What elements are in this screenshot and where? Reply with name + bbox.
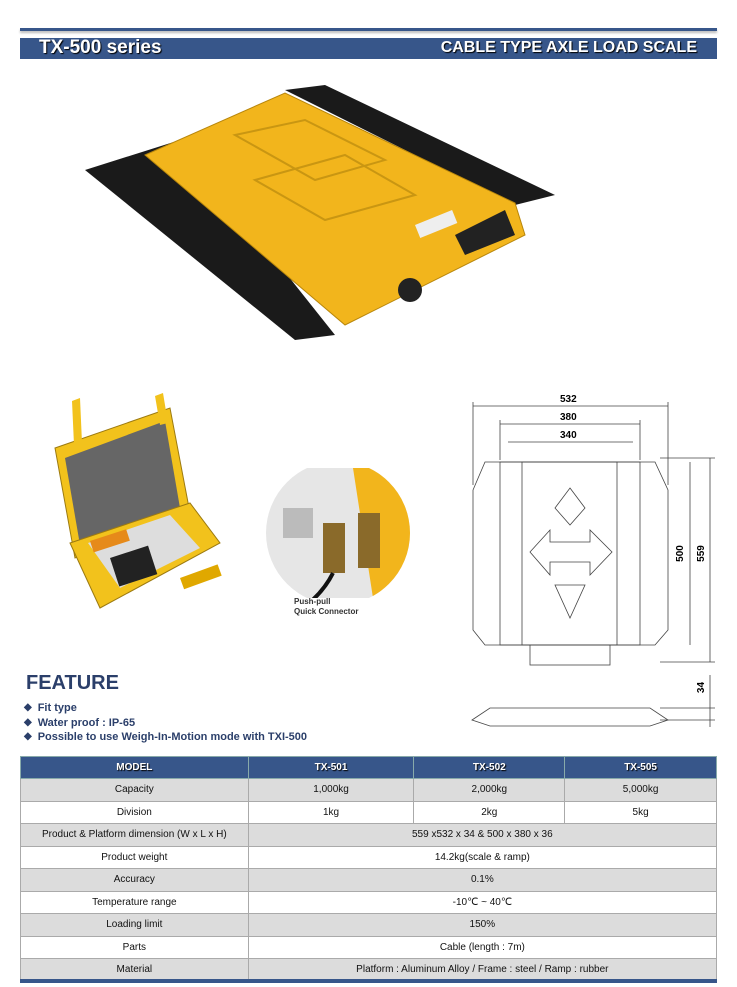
header-cell: TX-505 [564, 756, 717, 779]
row-label: Temperature range [20, 890, 249, 914]
row-label: Accuracy [20, 868, 249, 892]
feature-title: FEATURE [26, 672, 119, 694]
cell: 14.2kg(scale & ramp) [247, 845, 718, 869]
table-row: Temperature range-10℃ ~ 40℃ [20, 890, 718, 914]
feature-item: ◆ Water proof : IP-65 [24, 716, 307, 731]
cell: 5,000kg [564, 778, 717, 802]
dim-500: 500 [674, 545, 686, 562]
cell: 0.1% [247, 868, 718, 892]
cell: -10℃ ~ 40℃ [247, 890, 718, 914]
indicator-case-photo [54, 393, 222, 609]
row-label: Parts [20, 935, 249, 959]
feature-list: ◆ Fit type ◆ Water proof : IP-65 ◆ Possible… [24, 701, 307, 745]
cell: Cable (length : 7m) [247, 935, 718, 959]
header-cell: TX-502 [413, 756, 566, 779]
row-label: Loading limit [20, 913, 249, 937]
diamond-bullet-icon: ◆ [24, 702, 32, 713]
row-label: Product weight [20, 845, 249, 869]
cell: 1kg [247, 800, 415, 824]
dim-532: 532 [560, 394, 577, 405]
cell: 2,000kg [413, 778, 566, 802]
row-label: Material [20, 958, 249, 982]
feature-text: Water proof : IP-65 [37, 716, 136, 729]
row-label: Capacity [20, 778, 249, 802]
header-band: TX-500 series CABLE TYPE AXLE LOAD SCALE [20, 37, 717, 59]
caption-line-2: Quick Connector [294, 607, 359, 616]
technical-drawing: 532 380 340 500 559 34 [460, 390, 737, 730]
table-header-row: MODEL TX-501 TX-502 TX-505 [20, 756, 717, 779]
cell: 2kg [413, 800, 566, 824]
cell: 5kg [564, 800, 717, 824]
connector-caption: Push-pull Quick Connector [294, 597, 358, 617]
product-type: CABLE TYPE AXLE LOAD SCALE [440, 39, 697, 56]
dim-34: 34 [696, 681, 708, 694]
header-rule [20, 28, 717, 31]
scale-photo [85, 85, 555, 340]
table-row: Capacity 1,000kg 2,000kg 5,000kg [20, 778, 717, 802]
dim-559: 559 [695, 545, 707, 562]
feature-text: Fit type [37, 702, 77, 714]
spec-table: MODEL TX-501 TX-502 TX-505 Capacity 1,00… [20, 756, 718, 983]
diamond-bullet-icon: ◆ [24, 731, 32, 742]
connector-photo [266, 468, 410, 598]
feature-text: Possible to use Weigh-In-Motion mode wit… [37, 731, 308, 743]
diamond-bullet-icon: ◆ [24, 716, 32, 728]
row-label: Division [20, 800, 249, 824]
cell: 559 x532 x 34 & 500 x 380 x 36 [247, 823, 718, 847]
cell: Platform : Aluminum Alloy / Frame : stee… [247, 958, 718, 982]
dim-340: 340 [560, 430, 577, 441]
header-cell: TX-501 [247, 756, 415, 779]
cell: 1,000kg [247, 778, 415, 802]
caption-line-1: Push-pull [294, 597, 331, 606]
table-row: Division 1kg 2kg 5kg [20, 800, 717, 824]
feature-item: ◆ Possible to use Weigh-In-Motion mode wi… [24, 730, 307, 745]
feature-item: ◆ Fit type [24, 701, 307, 716]
table-row: Product & Platform dimension (W x L x H)… [20, 823, 718, 847]
series-title: TX-500 series [39, 37, 162, 58]
header-cell: MODEL [20, 756, 249, 779]
dim-380: 380 [560, 412, 577, 423]
cell: 150% [247, 913, 718, 937]
row-label: Product & Platform dimension (W x L x H) [20, 823, 249, 847]
